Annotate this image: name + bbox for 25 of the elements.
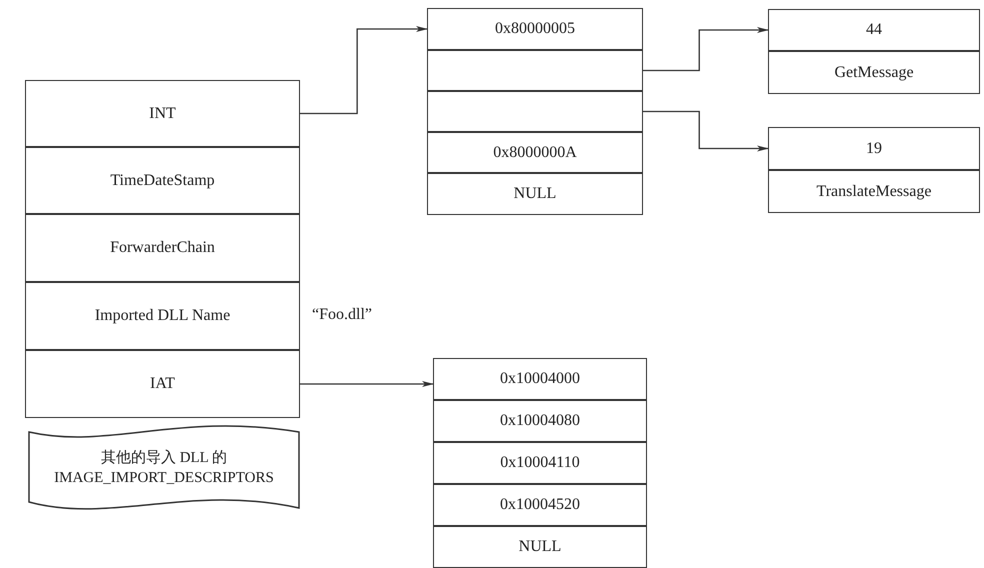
field-box: IAT (25, 350, 300, 418)
entry-box (427, 91, 643, 132)
entry-box: NULL (433, 526, 647, 568)
entry-box: 0x80000005 (427, 8, 643, 50)
field-box: Imported DLL Name (25, 282, 300, 350)
hint-box: 44 (768, 9, 980, 51)
field-box: INT (25, 80, 300, 147)
hint-box: 19 (768, 127, 980, 170)
entry-box (427, 50, 643, 91)
name-box: TranslateMessage (768, 170, 980, 213)
entry-box: 0x8000000A (427, 132, 643, 173)
arrow (643, 110, 769, 152)
entry-box: 0x10004000 (433, 358, 647, 400)
arrow (643, 27, 769, 72)
name-box: GetMessage (768, 51, 980, 94)
field-box: TimeDateStamp (25, 147, 300, 214)
descriptor-label: 其他的导入 DLL 的 IMAGE_IMPORT_DESCRIPTORS (53, 448, 275, 488)
arrow (300, 26, 428, 114)
entry-box: NULL (427, 173, 643, 215)
string-label: “Foo.dll” (312, 306, 372, 324)
entry-box: 0x10004080 (433, 400, 647, 442)
field-box: ForwarderChain (25, 214, 300, 282)
entry-box: 0x10004110 (433, 442, 647, 484)
entry-box: 0x10004520 (433, 484, 647, 526)
arrow (300, 381, 434, 387)
